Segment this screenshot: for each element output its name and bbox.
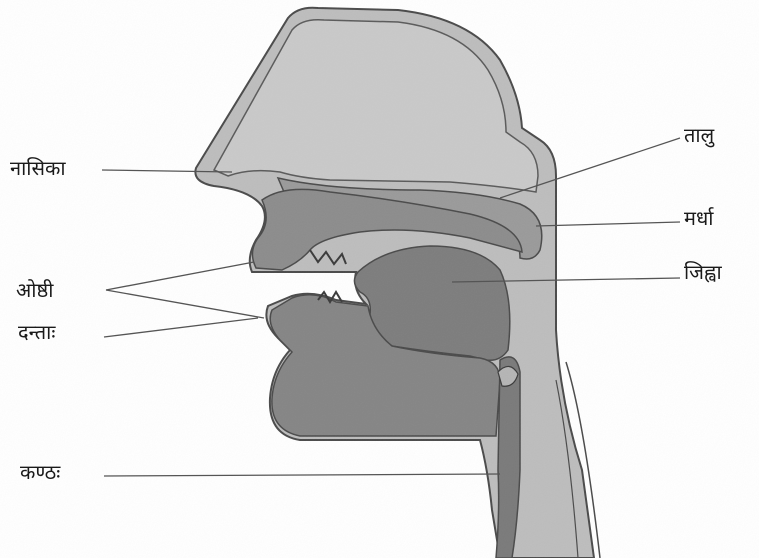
- label-nasika: नासिका: [10, 158, 66, 178]
- label-kantha: कण्ठः: [20, 462, 60, 482]
- label-jihva: जिह्वा: [684, 262, 722, 282]
- label-oshthi: ओष्ठी: [16, 280, 53, 300]
- label-danta: दन्ताः: [18, 322, 55, 342]
- label-talu: तालु: [684, 125, 714, 145]
- label-murdha: मर्धा: [684, 208, 713, 228]
